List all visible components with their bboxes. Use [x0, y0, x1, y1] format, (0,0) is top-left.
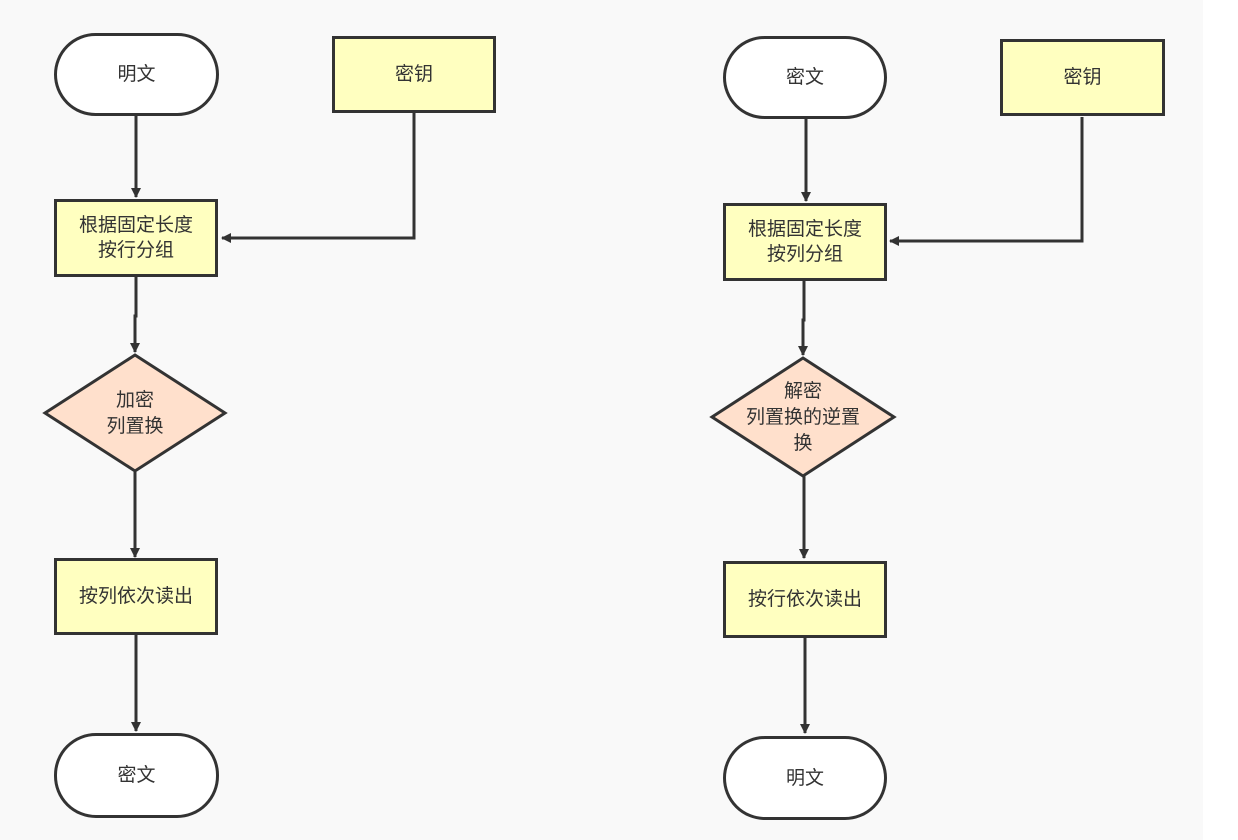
enc-arrow-group-to-transform: [130, 276, 140, 353]
dec-start-label: 密文: [785, 66, 824, 88]
enc-decision-node: 加密 列置换: [75, 383, 195, 443]
dec-arrow-group-to-transform: [798, 280, 808, 356]
dec-arrow-key-to-group: [889, 117, 1084, 246]
dec-decision-shape: [709, 356, 897, 478]
dec-read-label: 按行依次读出: [747, 588, 862, 610]
enc-group-label: 根据固定长度 按行分组: [78, 214, 193, 261]
dec-read-node: 按行依次读出: [723, 561, 887, 638]
enc-decision-label: 加密 列置换: [106, 389, 164, 437]
enc-read-node: 按列依次读出: [54, 558, 218, 635]
enc-arrow-key-to-group: [221, 112, 416, 243]
dec-group-label: 根据固定长度 按列分组: [747, 218, 862, 265]
dec-group-node: 根据固定长度 按列分组: [723, 203, 887, 281]
dec-start-node: 密文: [723, 36, 887, 119]
dec-key-label: 密钥: [1063, 66, 1102, 88]
enc-end-label: 密文: [117, 764, 156, 786]
dec-decision-label: 解密 列置换的逆置 换: [745, 380, 860, 454]
enc-start-label: 明文: [117, 63, 156, 85]
enc-read-label: 按列依次读出: [78, 585, 193, 607]
dec-decision-node: 解密 列置换的逆置 换: [733, 377, 873, 457]
enc-decision-shape: [42, 353, 228, 473]
enc-end-node: 密文: [54, 733, 219, 818]
enc-group-node: 根据固定长度 按行分组: [54, 199, 218, 277]
enc-key-label: 密钥: [394, 63, 433, 85]
dec-end-node: 明文: [723, 736, 887, 820]
enc-key-node: 密钥: [332, 36, 496, 113]
dec-end-label: 明文: [785, 766, 824, 789]
dec-key-node: 密钥: [1000, 39, 1165, 116]
enc-start-node: 明文: [54, 33, 219, 116]
